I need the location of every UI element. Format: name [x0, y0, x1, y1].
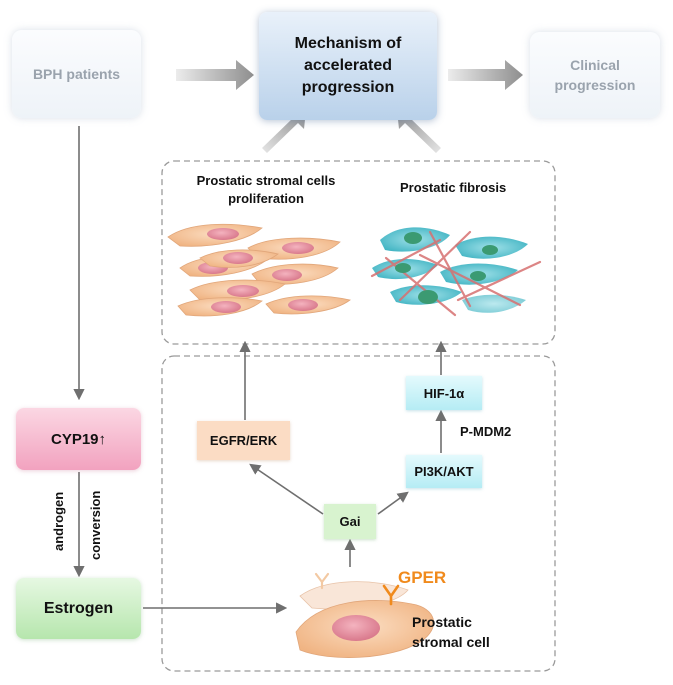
gai-to-egfr-arrow	[249, 463, 324, 515]
gper-receptor-faded-icon	[314, 572, 330, 590]
gper-label: GPER	[398, 568, 447, 587]
fibrosis-label: Prostatic fibrosis	[400, 180, 507, 195]
pi3k-akt-node: PI3K/AKT	[406, 455, 482, 488]
mechanism-node: Mechanism of accelerated progression	[259, 12, 437, 120]
stromal-cell-illustration	[295, 572, 435, 658]
fibrosis-to-mechanism-arrow	[397, 110, 441, 153]
mechanism-to-clinical-arrow	[448, 60, 523, 90]
gai-node: Gai	[324, 504, 376, 539]
cyp19-node: CYP19↑	[16, 408, 141, 470]
hif-1a-node: HIF-1α	[406, 376, 482, 410]
stromal-cells-illustration	[167, 223, 351, 317]
stromal-proliferation-label: Prostatic stromal cells proliferation	[196, 173, 336, 206]
effects-panel	[161, 160, 556, 345]
conversion-label: conversion	[88, 490, 103, 560]
proliferation-to-mechanism-arrow	[262, 110, 306, 153]
bph-patients-node: BPH patients	[12, 30, 141, 118]
stromal-cell-label: Prostatic stromal cell	[412, 614, 490, 650]
gper-receptor-icon	[382, 584, 400, 606]
p-mdm2-label: P-MDM2	[460, 424, 512, 439]
clinical-progression-node: Clinical progression	[530, 32, 660, 118]
signaling-panel	[161, 355, 556, 672]
bph-to-mechanism-arrow	[176, 60, 254, 90]
fibrosis-illustration	[370, 227, 542, 317]
gai-to-pi3k-arrow	[377, 491, 409, 515]
egfr-erk-node: EGFR/ERK	[197, 421, 290, 460]
androgen-label: androgen	[51, 491, 66, 551]
estrogen-node: Estrogen	[16, 578, 141, 639]
